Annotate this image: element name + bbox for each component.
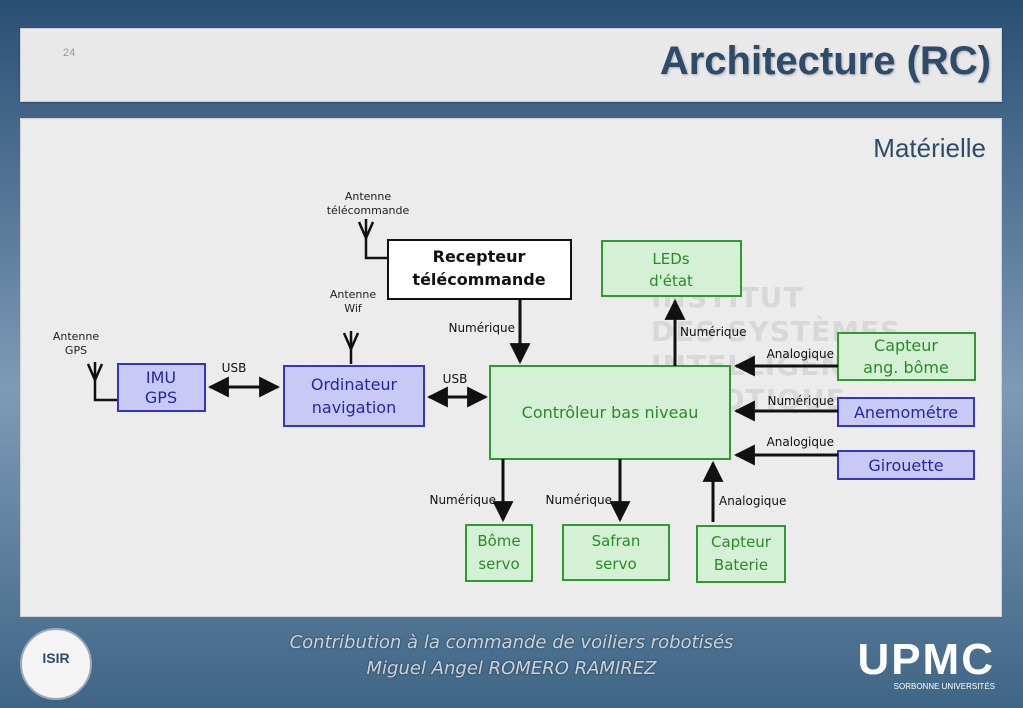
footer-line: Contribution à la commande de voiliers r…: [289, 632, 734, 653]
node-leds: LEDs d'état: [601, 240, 742, 297]
slide-subtitle: Matérielle: [873, 133, 986, 163]
node-anemometre: Anemométre: [837, 397, 975, 427]
node-girouette-label: Girouette: [868, 456, 943, 475]
footer-line: Miguel Angel ROMERO RAMIREZ: [366, 658, 657, 679]
antenna-wifi-label: Wif: [344, 302, 363, 315]
upmc-logo-subtext: SORBONNE UNIVERSITÉS: [893, 682, 995, 691]
antenna-telecommande-icon: [357, 219, 388, 260]
node-recepteur: Recepteur télécommande: [387, 239, 572, 300]
upmc-logo-text: UPMC: [857, 635, 995, 684]
antenna-gps-label: GPS: [65, 344, 87, 357]
node-recepteur-label: télécommande: [412, 270, 545, 289]
node-controleur: Contrôleur bas niveau: [489, 365, 731, 460]
edge-label-usb-imu: USB: [222, 361, 247, 375]
node-capteur-baterie-label: Baterie: [714, 556, 768, 574]
node-leds-label: LEDs: [652, 250, 689, 268]
edge-label-numerique: Numérique: [429, 493, 496, 507]
slide-number: 24: [63, 47, 76, 59]
node-imu-label: IMU: [146, 368, 176, 387]
edge-label-analogique: Analogique: [719, 494, 786, 508]
node-leds-label: d'état: [649, 272, 693, 290]
node-ordinateur: Ordinateur navigation: [283, 365, 425, 427]
antenna-wifi-label: Antenne: [330, 288, 377, 301]
antenna-gps-label: Antenne: [53, 330, 100, 343]
node-safran-servo-label: Safran: [592, 532, 641, 550]
slide-title: Architecture (RC): [659, 39, 991, 83]
edge-label-numerique: Numérique: [767, 394, 834, 408]
title-bar: 24 Architecture (RC): [20, 28, 1002, 102]
node-ordinateur-label: navigation: [312, 398, 396, 417]
isir-logo: ISIR: [20, 628, 92, 700]
node-bome-servo: Bôme servo: [465, 524, 533, 582]
node-controleur-label: Contrôleur bas niveau: [522, 403, 699, 422]
antenna-telecommande-label: télécommande: [327, 204, 410, 217]
isir-logo-text: ISIR: [42, 650, 70, 666]
node-girouette: Girouette: [837, 450, 975, 480]
edge-label-analogique: Analogique: [767, 435, 834, 449]
node-anemometre-label: Anemométre: [854, 403, 958, 422]
edge-label-usb-ordinateur: USB: [443, 372, 468, 386]
node-bome-servo-label: Bôme: [477, 532, 520, 550]
node-capteur-bome: Capteur ang. bôme: [837, 332, 976, 381]
node-capteur-bome-label: Capteur: [874, 336, 938, 355]
antenna-gps-icon: [86, 362, 118, 402]
edge-label-numerique: Numérique: [448, 321, 515, 335]
node-imu-label: GPS: [145, 388, 177, 407]
antenna-wifi-icon: [342, 331, 360, 364]
node-safran-servo: Safran servo: [562, 524, 670, 581]
antenna-telecommande-label: Antenne: [345, 190, 392, 203]
edge-label-numerique: Numérique: [545, 493, 612, 507]
node-recepteur-label: Recepteur: [433, 247, 526, 266]
node-safran-servo-label: servo: [595, 555, 636, 573]
edge-label-analogique: Analogique: [767, 347, 834, 361]
node-imu-gps: IMU GPS: [117, 363, 206, 412]
upmc-logo: UPMC SORBONNE UNIVERSITÉS: [855, 638, 995, 694]
node-capteur-bome-label: ang. bôme: [863, 358, 949, 377]
node-capteur-baterie: Capteur Baterie: [696, 525, 786, 583]
node-capteur-baterie-label: Capteur: [711, 533, 772, 551]
edge-label-numerique: Numérique: [680, 325, 747, 339]
node-ordinateur-label: Ordinateur: [311, 375, 398, 394]
node-bome-servo-label: servo: [478, 555, 519, 573]
